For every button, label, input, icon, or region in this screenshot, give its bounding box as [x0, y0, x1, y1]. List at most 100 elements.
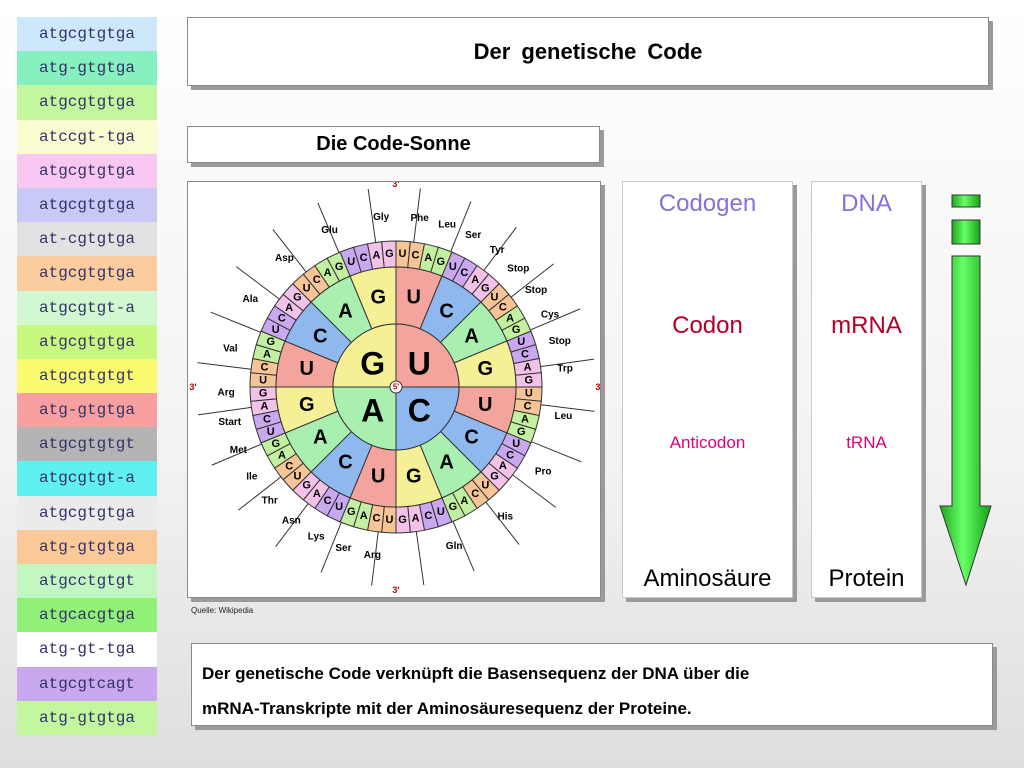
ring-3-base-label: U — [449, 261, 457, 273]
codogen-column: Codogen Codon Anticodon Aminosäure — [622, 181, 793, 598]
amino-acid-label: Cys — [541, 310, 560, 321]
ring-2-base-label: G — [406, 465, 422, 487]
sun-ray — [483, 226, 517, 271]
codon-ring-1-segment — [395, 386, 460, 451]
ring-3-base-label: A — [524, 361, 532, 373]
sun-ray — [197, 362, 252, 370]
end-3prime-label: 3' — [392, 585, 399, 595]
ring-3-base-label: U — [259, 375, 267, 387]
amino-acid-label: Ser — [335, 543, 351, 554]
ring-3-base-label: A — [412, 513, 420, 525]
ring-3-base-label: G — [302, 480, 311, 492]
sun-ray — [238, 476, 282, 511]
amino-acid-label: Arg — [364, 550, 381, 561]
ring-3-base-label: G — [335, 261, 344, 273]
ring-3-base-label: C — [260, 362, 268, 374]
ring-3-base-label: G — [266, 336, 275, 348]
sun-ray — [275, 503, 309, 548]
ring-3-base-label: A — [263, 349, 271, 361]
amino-acid-label: Stop — [507, 263, 529, 274]
ring-3-base-label: A — [460, 495, 468, 507]
sun-ray — [197, 406, 252, 416]
sequence-row: atgcgtgtga — [17, 153, 157, 188]
ring-3-base-label: G — [293, 292, 302, 304]
ring-3-base-label: C — [424, 510, 432, 522]
amino-acid-label: Asn — [282, 515, 301, 526]
sequence-row: atgcgtgtga — [17, 85, 157, 120]
amino-acid-label: Glu — [321, 225, 338, 236]
codon-ring-1-segment — [395, 323, 460, 388]
amino-acid-label: Start — [218, 417, 241, 428]
mrna-label: mRNA — [831, 312, 902, 339]
sequence-row: atgcgtgtgt — [17, 358, 157, 394]
ring-3-base-label: G — [512, 324, 521, 336]
page-title: Der genetische Code — [187, 17, 989, 86]
sequence-row: atgcgtcagt — [17, 666, 157, 701]
ring-3-base-label: U — [491, 292, 499, 304]
ring-2-base-label: C — [464, 427, 478, 449]
ring-3-base-label: U — [267, 426, 275, 438]
amino-acid-label: Ala — [243, 294, 259, 305]
trna-label: tRNA — [846, 433, 887, 452]
ring-3-base-label: C — [471, 488, 479, 500]
ring-3-base-label: A — [471, 274, 479, 286]
ring-2-base-label: U — [371, 465, 385, 487]
sequence-row: atgcacgtga — [17, 598, 157, 633]
inner-base-label: U — [408, 346, 431, 382]
arrow-dash-medium — [951, 219, 981, 245]
ring-3-base-label: U — [347, 256, 355, 268]
amino-acid-label: Thr — [262, 495, 278, 506]
ring-3-base-label: A — [372, 249, 380, 261]
amino-acid-label: Lys — [308, 532, 325, 543]
ring-3-base-label: A — [506, 313, 514, 325]
ring-2-base-label: U — [478, 394, 492, 416]
dna-label: DNA — [841, 190, 892, 217]
arrow-body — [939, 255, 992, 587]
sun-ray — [415, 531, 425, 586]
ring-3-base-label: G — [347, 506, 356, 518]
sun-ray — [512, 474, 557, 508]
sun-ray — [235, 266, 280, 300]
sequence-row: atgcgtgtga — [17, 187, 157, 223]
amino-acid-label: Pro — [535, 467, 552, 478]
ring-3-base-label: A — [313, 488, 321, 500]
sun-ray — [210, 311, 261, 333]
protein-label: Protein — [828, 565, 905, 592]
sun-ray — [530, 308, 581, 331]
sequence-row: atgcgtgtga — [17, 17, 157, 52]
page-title-text: Der genetische Code — [473, 38, 703, 64]
ring-3-base-label: U — [335, 501, 343, 513]
amino-acid-label: Asp — [275, 253, 294, 264]
ring-3-base-label: C — [499, 302, 507, 314]
ring-3-base-label: G — [398, 514, 407, 526]
sequence-row: atgcgtgtga — [17, 324, 157, 359]
ring-2-base-label: G — [370, 287, 386, 309]
sequence-row: atccgt-tga — [17, 119, 157, 154]
sun-ray — [367, 188, 377, 243]
sun-ray — [540, 358, 595, 368]
end-3prime-label: 3' — [595, 382, 601, 392]
sun-ray — [413, 188, 421, 243]
ring-2-base-label: A — [439, 452, 453, 474]
ring-3-base-label: C — [278, 313, 286, 325]
end-3prime-label: 3' — [189, 382, 196, 392]
ring-2-base-label: G — [299, 394, 315, 416]
amino-acid-label: Gly — [373, 212, 390, 223]
sun-ray — [272, 229, 307, 273]
ring-3-base-label: G — [517, 426, 526, 438]
ring-3-base-label: A — [499, 460, 507, 472]
amino-acid-label: His — [497, 512, 513, 523]
summary-line-1: Der genetische Code verknüpft die Basens… — [202, 664, 750, 683]
sun-ray — [485, 501, 520, 545]
ring-3-base-label: U — [303, 282, 311, 294]
amino-acid-label: Gln — [446, 541, 463, 552]
ring-3-base-label: G — [525, 374, 534, 386]
ring-2-base-label: A — [338, 300, 352, 322]
ring-3-base-label: U — [386, 514, 394, 526]
inner-base-label: C — [408, 392, 431, 428]
center-marker — [389, 380, 403, 394]
ring-3-base-label: A — [324, 267, 332, 279]
